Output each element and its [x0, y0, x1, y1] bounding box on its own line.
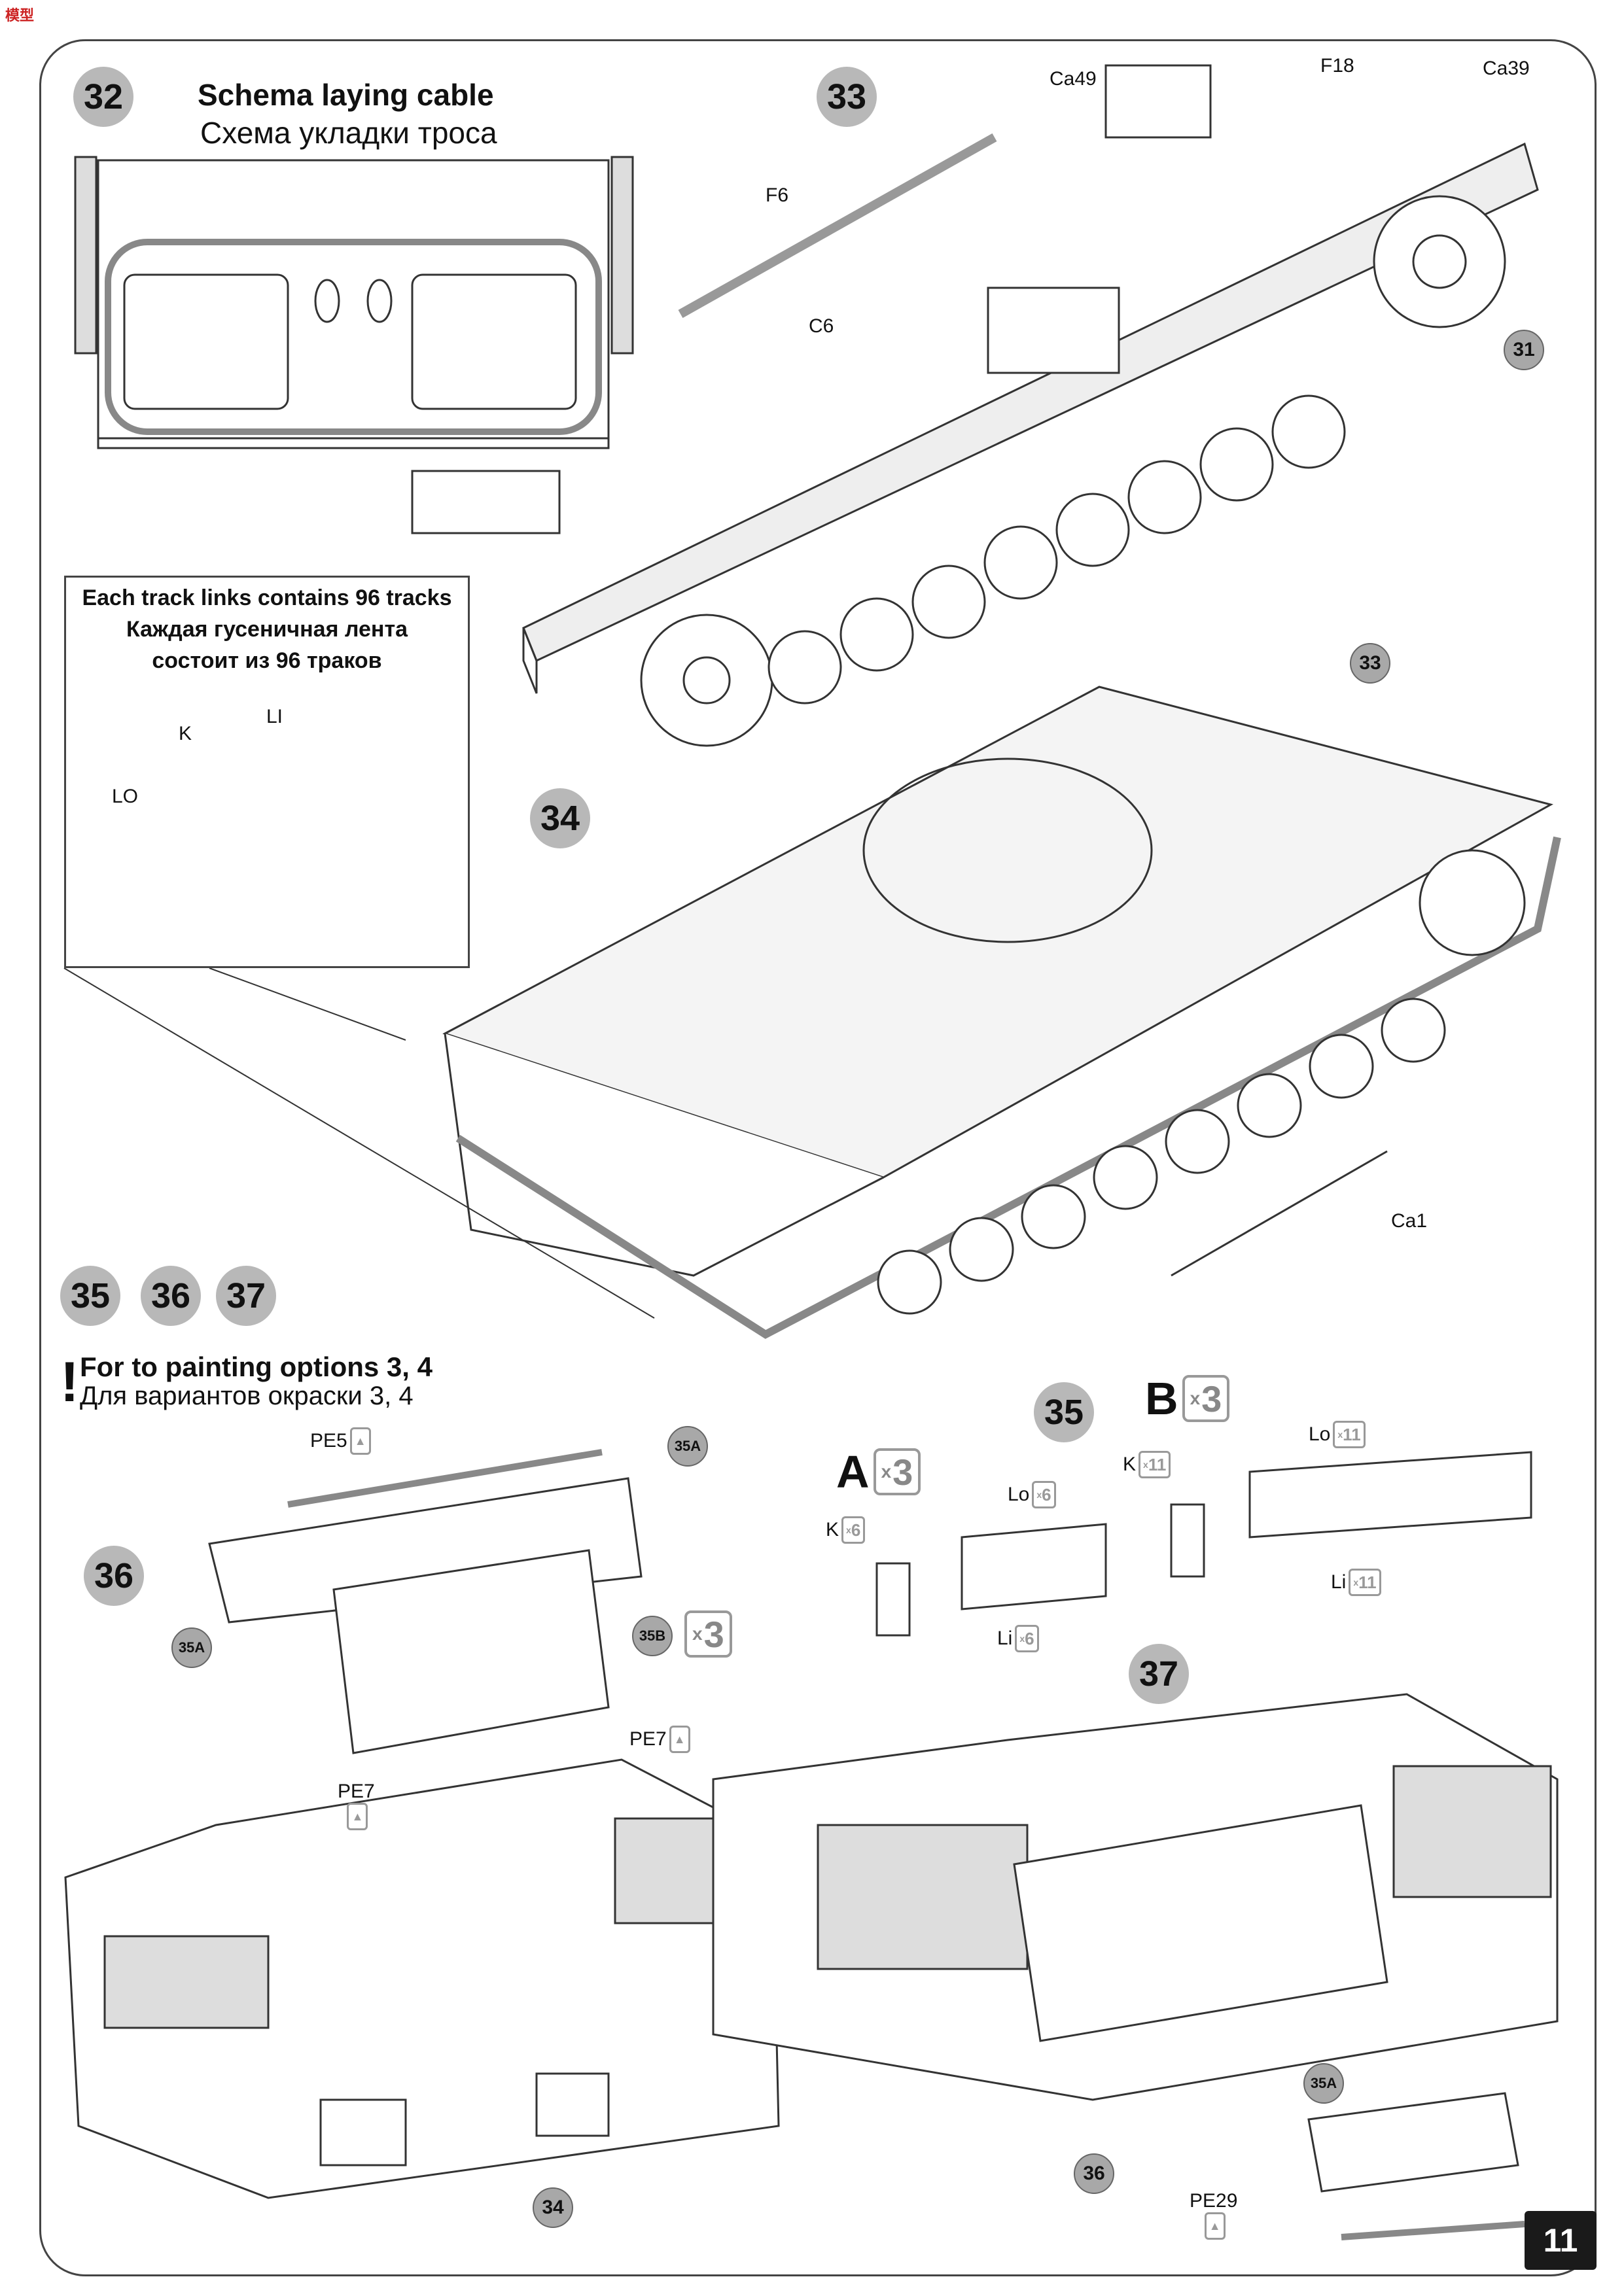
part-pe7-left: PE7▲: [338, 1781, 375, 1830]
ref-35b: 35B: [632, 1616, 673, 1656]
part-pe5: PE5▲: [310, 1427, 371, 1455]
step34-hull-drawing: [63, 686, 1561, 1339]
track-note-line3: состоит из 96 траков: [152, 648, 382, 673]
track-note-line1: Each track links contains 96 tracks: [82, 585, 452, 610]
pe-photoetch-icon: ▲: [669, 1726, 690, 1753]
ref-step-33: 33: [1350, 643, 1390, 684]
warning-mark: !: [60, 1351, 79, 1414]
step-32-number: 32: [73, 67, 133, 127]
step32-title-ru: Схема укладки троса: [200, 116, 497, 150]
step-37-number: 37: [1129, 1644, 1189, 1704]
pe-photoetch-icon: ▲: [347, 1803, 368, 1830]
step-34-number: 34: [530, 788, 590, 848]
ref-step-31: 31: [1504, 330, 1544, 370]
track-label-li: LI: [266, 706, 283, 727]
step37-rear-hull-drawing: [712, 1693, 1559, 2240]
ref-step-34: 34: [533, 2187, 573, 2228]
part-f6: F6: [766, 184, 789, 206]
pe-photoetch-icon: ▲: [1204, 2212, 1226, 2240]
step-35-number-header: 35: [60, 1266, 120, 1326]
step32-title-en: Schema laying cable: [198, 78, 494, 112]
painting-note-en: For to painting options 3, 4: [80, 1351, 432, 1382]
step36-tracks-drawing: [208, 1449, 643, 1754]
publisher-logo: 模型: [5, 7, 35, 24]
pe-photoetch-icon: ▲: [349, 1427, 371, 1455]
ref-step-36: 36: [1074, 2153, 1114, 2194]
step37-ref-35a: 35A: [1303, 2063, 1344, 2104]
track-links-note: Each track links contains 96 tracks Кажд…: [64, 576, 470, 968]
step32-hull-drawing: [74, 156, 634, 534]
step-37-number-header: 37: [216, 1266, 276, 1326]
step35-tracks-drawing: [875, 1451, 1532, 1637]
track-label-lo: LO: [112, 786, 139, 807]
step36-rear-hull-drawing: [64, 1758, 780, 2199]
part-ca1: Ca1: [1391, 1210, 1428, 1232]
step-35-number: 35: [1034, 1382, 1094, 1442]
step-36-number: 36: [84, 1546, 144, 1606]
part-pe29: PE29▲: [1190, 2190, 1237, 2240]
track-label-k: K: [179, 723, 192, 744]
part-c6: C6: [809, 315, 834, 337]
ref-35a-left: 35A: [171, 1627, 212, 1668]
track-note-line2: Каждая гусеничная лента: [126, 617, 408, 642]
part-f18: F18: [1320, 55, 1354, 77]
step-33-number: 33: [817, 67, 877, 127]
page-frame: [39, 39, 1597, 2276]
variant-b-letter: B: [1145, 1373, 1178, 1424]
part-ca39: Ca39: [1483, 58, 1530, 79]
variant-a-letter: A: [836, 1446, 870, 1497]
step33-chassis-drawing: [522, 64, 1539, 747]
ref-35a-top: 35A: [667, 1426, 708, 1467]
painting-note-ru: Для вариантов окраски 3, 4: [80, 1382, 414, 1410]
step-36-number-header: 36: [141, 1266, 201, 1326]
page-number: 11: [1525, 2211, 1597, 2270]
part-pe7-right: PE7▲: [629, 1726, 690, 1753]
part-ca49: Ca49: [1050, 68, 1097, 90]
